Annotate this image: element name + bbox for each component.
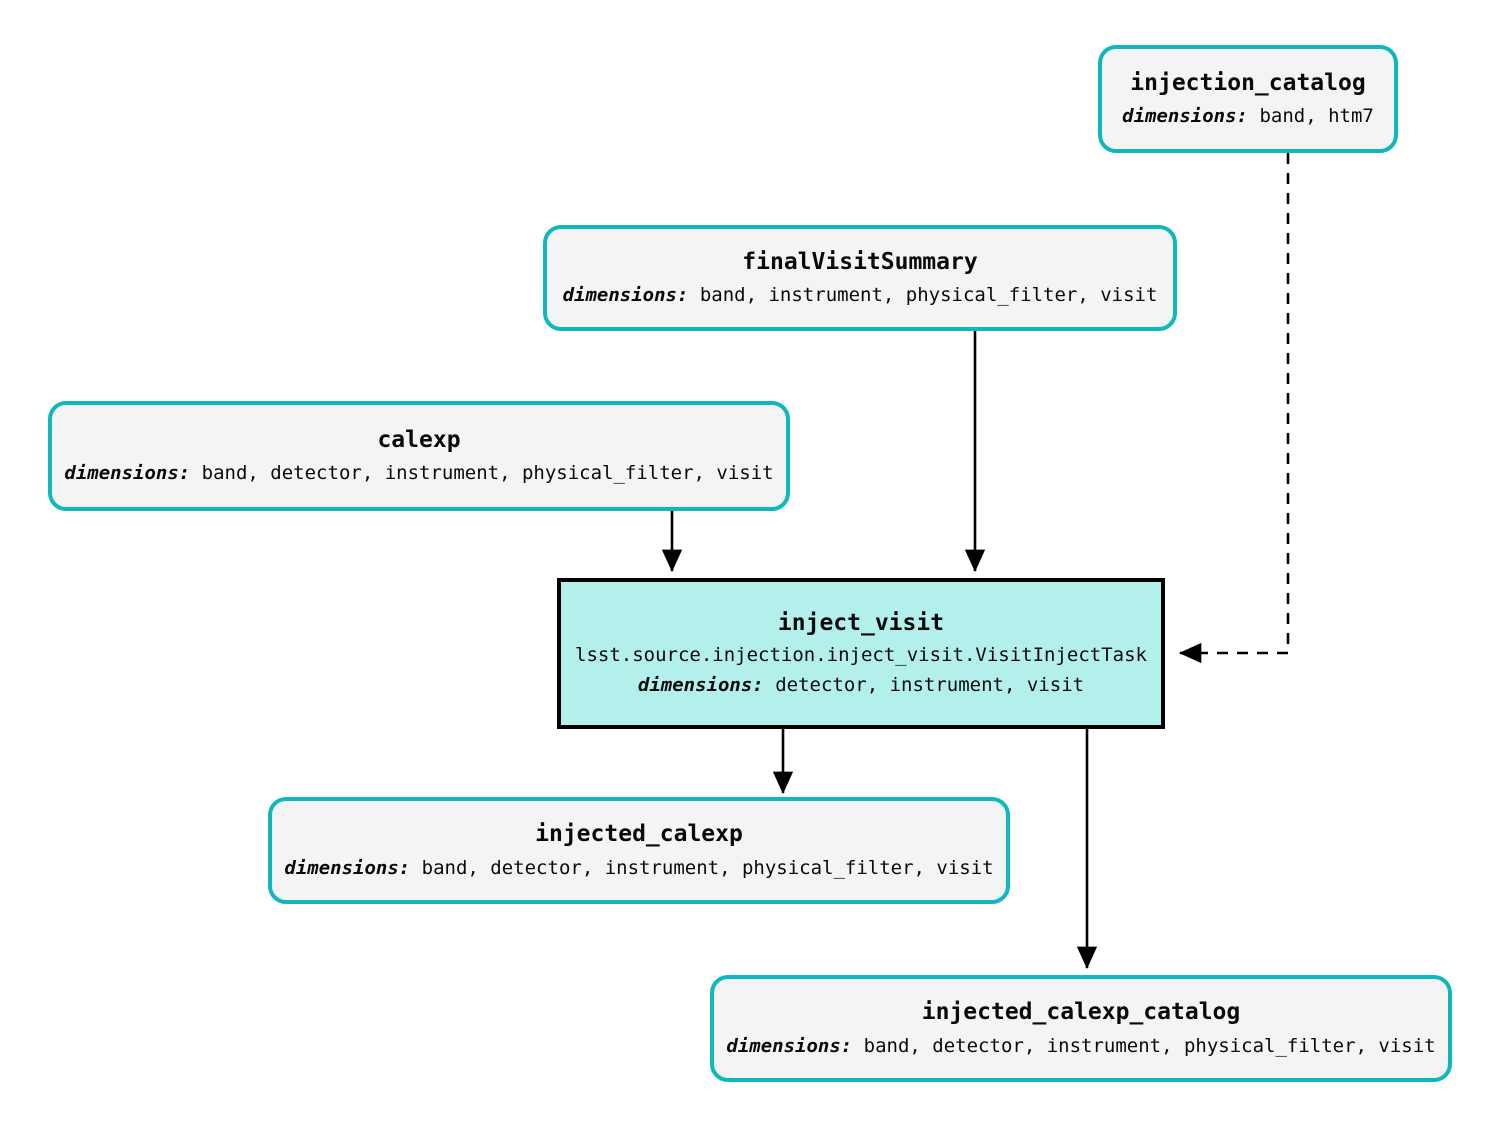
node-injected-calexp-catalog[interactable]: injected_calexp_catalog dimensions: band…	[710, 975, 1452, 1082]
dimensions-value: band, detector, instrument, physical_fil…	[201, 462, 774, 485]
dimensions-label: dimensions:	[726, 1034, 853, 1057]
node-injected-calexp[interactable]: injected_calexp dimensions: band, detect…	[268, 797, 1010, 904]
node-task-class: lsst.source.injection.inject_visit.Visit…	[575, 644, 1147, 667]
dimensions-label: dimensions:	[562, 284, 689, 307]
node-dimensions: dimensions: band, detector, instrument, …	[64, 462, 774, 485]
node-title: inject_visit	[777, 609, 945, 636]
dimensions-label: dimensions:	[637, 674, 764, 697]
dimensions-value: band, htm7	[1259, 105, 1374, 128]
node-finalvisitsummary[interactable]: finalVisitSummary dimensions: band, inst…	[543, 225, 1177, 331]
node-dimensions: dimensions: detector, instrument, visit	[637, 674, 1085, 697]
node-dimensions: dimensions: band, detector, instrument, …	[284, 856, 994, 880]
node-title: calexp	[377, 426, 461, 453]
dimensions-label: dimensions:	[284, 856, 411, 879]
dimensions-value: band, instrument, physical_filter, visit	[699, 284, 1158, 307]
node-injection-catalog[interactable]: injection_catalog dimensions: band, htm7	[1098, 45, 1398, 153]
dimensions-value: band, detector, instrument, physical_fil…	[421, 856, 994, 879]
node-dimensions: dimensions: band, detector, instrument, …	[726, 1034, 1436, 1058]
edge-injection-catalog-to-inject-visit	[1178, 153, 1290, 664]
dimensions-label: dimensions:	[1122, 105, 1248, 128]
node-title: finalVisitSummary	[742, 248, 978, 275]
dimensions-value: detector, instrument, visit	[775, 674, 1085, 697]
node-calexp[interactable]: calexp dimensions: band, detector, instr…	[48, 401, 790, 511]
dimensions-label: dimensions:	[64, 462, 191, 485]
dimensions-value: band, detector, instrument, physical_fil…	[863, 1034, 1436, 1057]
node-inject-visit-task[interactable]: inject_visit lsst.source.injection.injec…	[557, 578, 1165, 729]
node-title: injected_calexp_catalog	[921, 999, 1241, 1026]
node-dimensions: dimensions: band, instrument, physical_f…	[562, 284, 1158, 307]
node-title: injection_catalog	[1130, 69, 1366, 96]
node-title: injected_calexp	[535, 821, 743, 848]
node-dimensions: dimensions: band, htm7	[1122, 105, 1374, 128]
